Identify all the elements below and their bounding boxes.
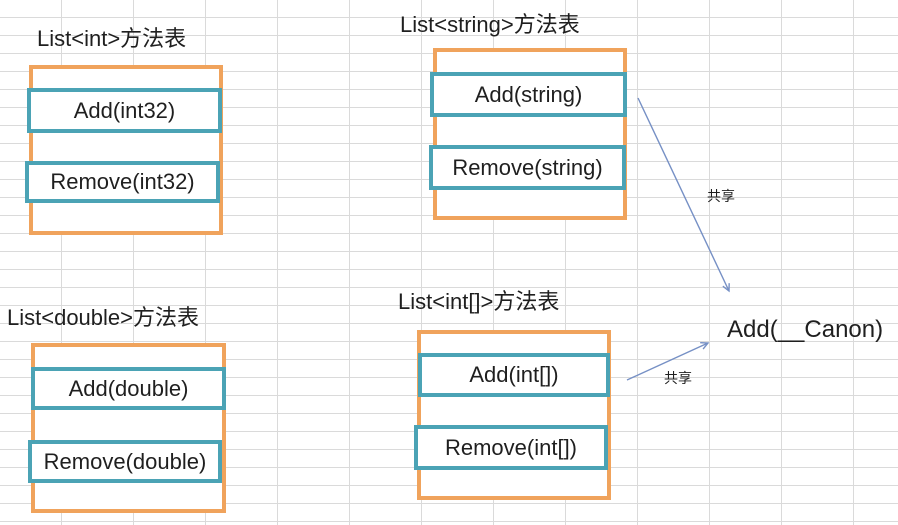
canonical-method-label: Add(__Canon) — [727, 316, 884, 343]
method-cell-double-remove[interactable]: Remove(double) — [28, 440, 222, 483]
method-cell-string-remove[interactable]: Remove(string) — [429, 145, 626, 190]
method-cell-string-add[interactable]: Add(string) — [430, 72, 627, 117]
shared-arrow-label-bottom: 共享 — [664, 370, 692, 386]
shared-arrow-label-top: 共享 — [707, 188, 735, 204]
table-title-string: List<string>方法表 — [400, 12, 580, 37]
method-cell-int-array-add[interactable]: Add(int[]) — [418, 353, 610, 397]
method-cell-int-remove[interactable]: Remove(int32) — [25, 161, 220, 203]
method-cell-double-add[interactable]: Add(double) — [31, 367, 226, 410]
method-cell-int-array-remove[interactable]: Remove(int[]) — [414, 425, 608, 470]
method-cell-int-add[interactable]: Add(int32) — [27, 88, 222, 133]
table-title-int: List<int>方法表 — [37, 26, 187, 51]
table-title-int-array: List<int[]>方法表 — [398, 289, 560, 314]
table-title-double: List<double>方法表 — [7, 305, 199, 330]
